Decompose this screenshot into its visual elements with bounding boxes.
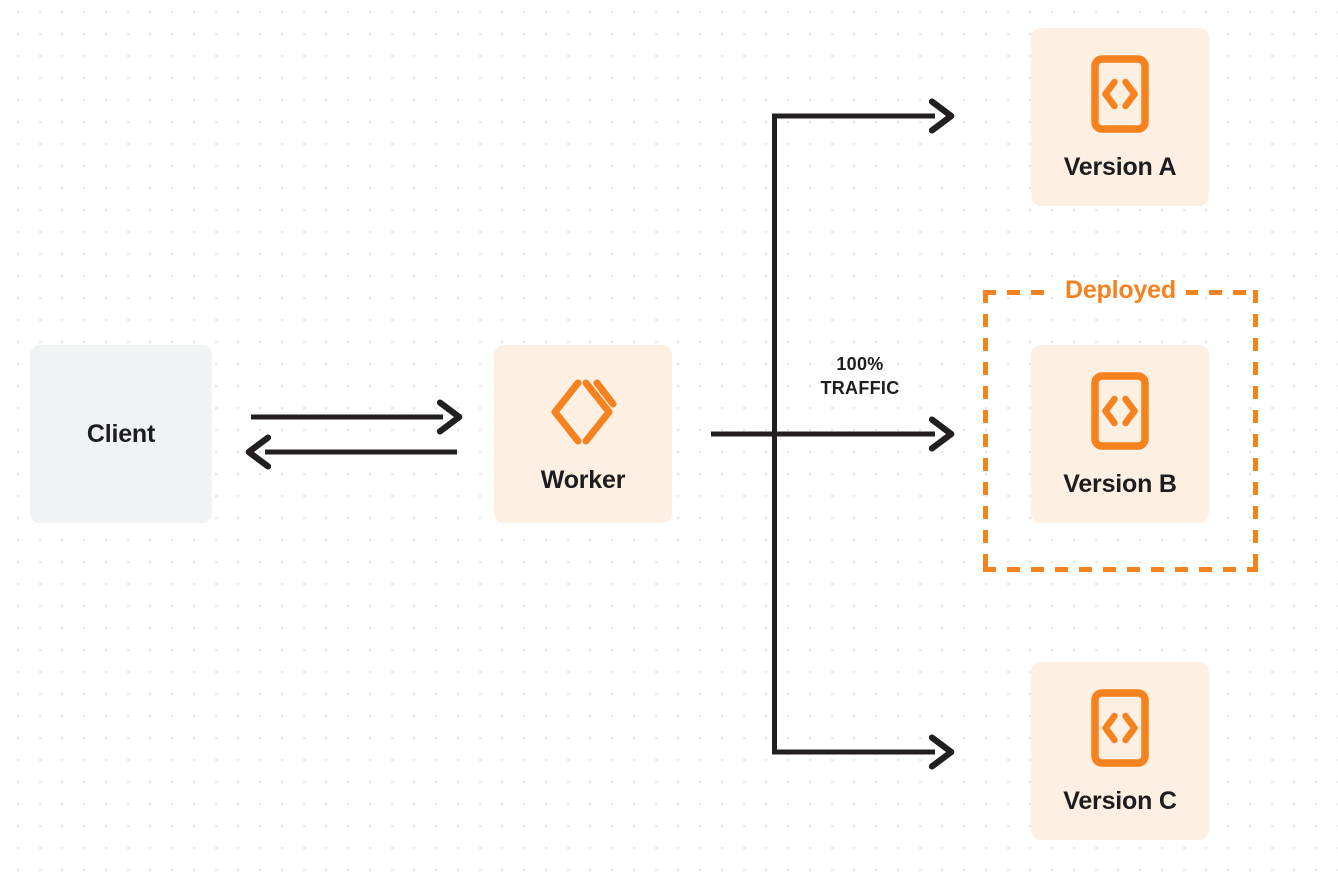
traffic-percent: 100% xyxy=(836,354,884,374)
node-client[interactable]: Client xyxy=(30,345,212,523)
traffic-label: 100% TRAFFIC xyxy=(790,352,930,401)
code-file-icon xyxy=(1091,371,1149,450)
group-deployed: Deployed xyxy=(983,278,1258,572)
deployed-border-right xyxy=(1253,290,1258,572)
node-client-label: Client xyxy=(86,419,156,448)
deployed-border-top-left xyxy=(983,290,1063,295)
node-version-a[interactable]: Version A xyxy=(1031,28,1209,206)
node-version-c-label: Version C xyxy=(1063,786,1177,815)
cloudflare-workers-logo-icon xyxy=(545,376,621,448)
deployed-border-top-right xyxy=(1185,290,1258,295)
node-worker[interactable]: Worker xyxy=(494,345,672,523)
traffic-unit: TRAFFIC xyxy=(820,378,900,399)
node-worker-label: Worker xyxy=(540,465,626,494)
code-file-icon xyxy=(1091,54,1149,133)
code-file-icon xyxy=(1091,688,1149,767)
node-version-b-label: Version B xyxy=(1063,469,1177,498)
node-version-a-label: Version A xyxy=(1063,152,1177,181)
deployed-border-bottom xyxy=(983,567,1258,572)
deployed-border-left xyxy=(983,290,988,572)
node-version-c[interactable]: Version C xyxy=(1031,662,1209,840)
node-version-b[interactable]: Version B xyxy=(1031,345,1209,523)
deployed-group-label: Deployed xyxy=(1055,278,1186,303)
